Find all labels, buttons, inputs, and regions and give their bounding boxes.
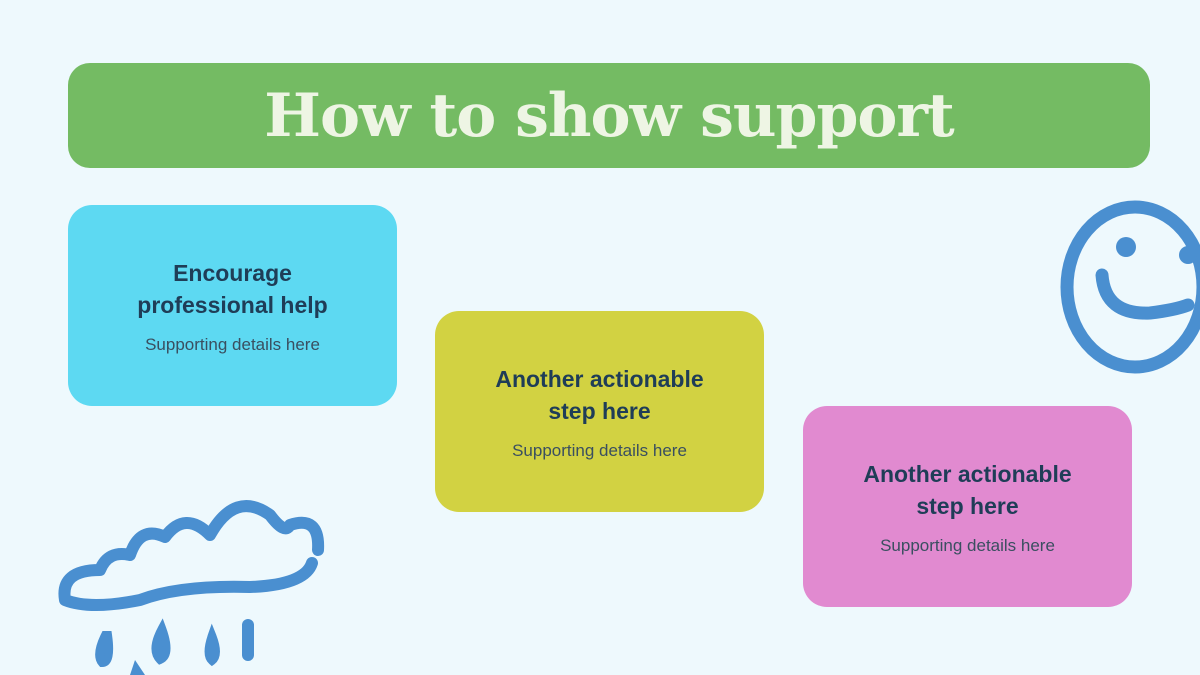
card-heading: Another actionable step here xyxy=(495,365,704,424)
rain-cloud-icon xyxy=(58,500,325,675)
card-3: Another actionable step here Supporting … xyxy=(803,406,1132,607)
smiley-icon xyxy=(1060,200,1200,374)
title-banner: How to show support xyxy=(68,63,1150,168)
card-heading: Another actionable step here xyxy=(863,460,1072,519)
card-details: Supporting details here xyxy=(512,440,687,460)
card-heading: Encourage professional help xyxy=(137,259,328,318)
card-2: Another actionable step here Supporting … xyxy=(435,311,764,512)
card-details: Supporting details here xyxy=(145,334,320,354)
page-title: How to show support xyxy=(264,80,954,151)
card-1: Encourage professional help Supporting d… xyxy=(68,205,397,406)
card-details: Supporting details here xyxy=(880,535,1055,555)
